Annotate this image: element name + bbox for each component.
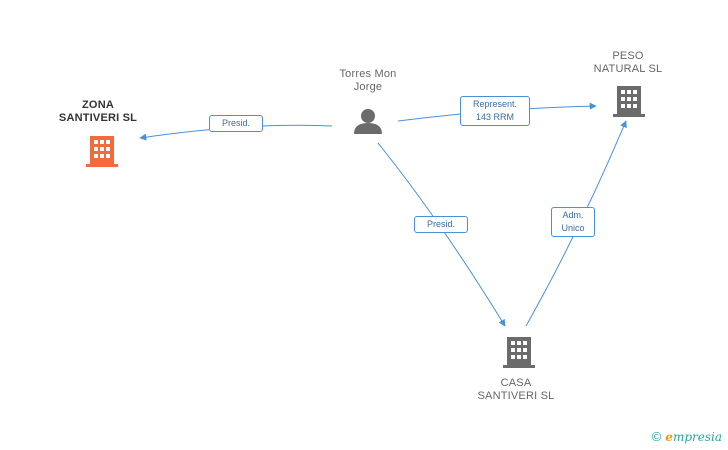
node-label-line: Torres Mon bbox=[339, 68, 397, 80]
building-icon[interactable] bbox=[503, 337, 535, 368]
edge-label-torres-peso: Represent. 143 RRM bbox=[460, 96, 530, 126]
node-label-line: PESO bbox=[612, 50, 644, 62]
edge-label-line: Presid. bbox=[426, 219, 455, 229]
edge-label-torres-zona: Presid. bbox=[209, 115, 263, 132]
brand-initial: e bbox=[665, 429, 673, 444]
empresia-watermark: © empresia bbox=[652, 429, 722, 444]
edge-label-line: 143 RRM bbox=[475, 112, 514, 122]
node-label-line: SANTIVERI SL bbox=[477, 390, 555, 402]
edge-label-line: Adm. bbox=[562, 210, 584, 220]
node-label-line: CASA bbox=[500, 377, 532, 389]
edge-label-line: Unico bbox=[561, 223, 585, 233]
edge-torres-casa bbox=[377, 142, 506, 327]
node-label-line: ZONA bbox=[82, 99, 114, 111]
brand-rest: mpresia bbox=[672, 429, 722, 444]
edge-label-casa-peso: Adm. Unico bbox=[551, 207, 595, 237]
node-label-torres[interactable]: Torres Mon Jorge bbox=[318, 68, 418, 94]
node-label-line: SANTIVERI SL bbox=[58, 112, 138, 124]
node-label-line: Jorge bbox=[353, 81, 383, 93]
edge-label-line: Presid. bbox=[221, 118, 250, 128]
building-icon[interactable] bbox=[613, 86, 645, 117]
person-icon[interactable] bbox=[354, 109, 382, 134]
node-label-peso[interactable]: PESO NATURAL SL bbox=[578, 50, 678, 76]
node-label-casa[interactable]: CASA SANTIVERI SL bbox=[466, 377, 566, 403]
edge-label-line: Represent. bbox=[472, 99, 518, 109]
edge-label-torres-casa: Presid. bbox=[414, 216, 468, 233]
copyright-symbol: © bbox=[651, 429, 662, 444]
node-label-line: NATURAL SL bbox=[593, 63, 663, 75]
empresia-logo: empresia bbox=[665, 430, 722, 444]
node-label-zona[interactable]: ZONA SANTIVERI SL bbox=[48, 99, 148, 125]
building-icon[interactable] bbox=[86, 136, 118, 167]
